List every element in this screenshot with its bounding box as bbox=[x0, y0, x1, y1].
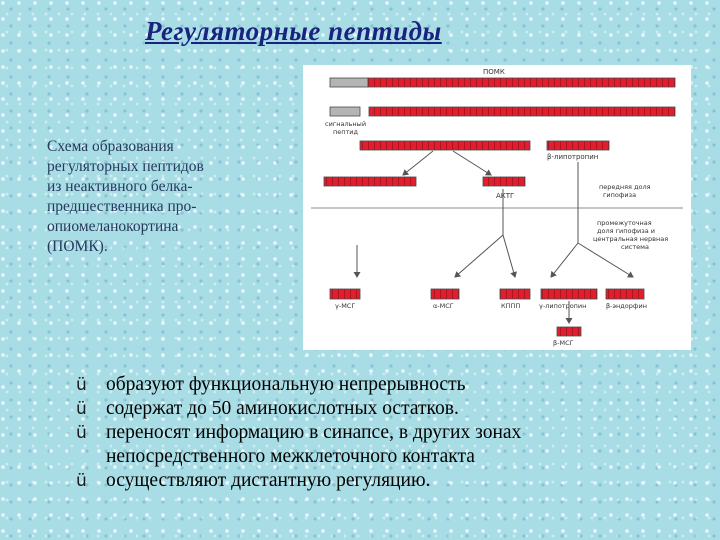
caption-line: из неактивного белка- bbox=[47, 178, 193, 195]
beta-endorphin-label: β-эндорфин bbox=[606, 302, 647, 310]
acth-label: АКТГ bbox=[496, 192, 514, 200]
list-item: ü осуществляют дистантную регуляцию. bbox=[76, 469, 696, 493]
gamma-msh-precursor-segment bbox=[323, 176, 417, 187]
cleaved-signal-peptide-segment bbox=[329, 106, 361, 117]
checkmark-icon: ü bbox=[76, 375, 87, 395]
acth-precursor-segment bbox=[359, 140, 531, 151]
pomc-chain-segment bbox=[367, 77, 676, 88]
arrow-to-gamma-msh-precursor bbox=[402, 150, 434, 176]
checkmark-icon: ü bbox=[76, 423, 87, 443]
caption-line: опиомеланокортина bbox=[47, 218, 179, 235]
list-item: ü содержат до 50 аминокислотных остатков… bbox=[76, 397, 696, 421]
beta-msh-segment bbox=[556, 326, 582, 337]
checkmark-icon: ü bbox=[76, 471, 87, 491]
acth-segment bbox=[482, 176, 526, 187]
diagram-caption: Схема образования регуляторных пептидов … bbox=[47, 137, 287, 257]
list-item-text: содержат до 50 аминокислотных остатков. bbox=[106, 398, 459, 419]
caption-line: регуляторных пептидов bbox=[47, 158, 204, 175]
checkmark-icon: ü bbox=[76, 399, 87, 419]
gamma-msh-segment bbox=[329, 288, 361, 300]
beta-endorphin-segment bbox=[605, 288, 645, 300]
beta-lipotropin-label: β-липотропин bbox=[547, 153, 598, 161]
signal-peptide-label-line2: пептид bbox=[333, 128, 359, 136]
caption-line: Схема образования bbox=[47, 138, 174, 155]
signal-peptide-segment bbox=[329, 77, 369, 88]
gamma-msh-label: γ-МСГ bbox=[335, 302, 355, 310]
list-item-text-continuation: непосредственного межклеточного контакта bbox=[106, 446, 475, 467]
intermediate-lobe-label-line3: центральная нервная bbox=[593, 235, 668, 243]
arrow-to-clip bbox=[502, 234, 517, 278]
intermediate-lobe-label-line4: система bbox=[621, 243, 649, 251]
arrow-to-alpha-msh bbox=[454, 234, 504, 278]
intermediate-lobe-label-line2: доля гипофиза и bbox=[597, 227, 655, 235]
alpha-msh-segment bbox=[430, 288, 460, 300]
arrow-to-beta-endorphin bbox=[577, 242, 634, 278]
alpha-msh-label: α-МСГ bbox=[433, 302, 454, 310]
pomc-label: ПОМК bbox=[483, 68, 505, 76]
properties-list: ü образуют функциональную непрерывность … bbox=[76, 373, 696, 493]
clip-label: КППП bbox=[501, 302, 520, 310]
clip-segment bbox=[499, 288, 531, 300]
intermediate-lobe-label-line1: промежуточная bbox=[597, 219, 652, 227]
list-item-text: осуществляют дистантную регуляцию. bbox=[106, 470, 431, 491]
list-item-text: образуют функциональную непрерывность bbox=[106, 374, 466, 395]
gamma-lipotropin-segment bbox=[540, 288, 598, 300]
list-item-text: переносят информацию в синапсе, в других… bbox=[106, 422, 522, 443]
list-item: ü переносят информацию в синапсе, в друг… bbox=[76, 421, 696, 469]
list-item: ü образуют функциональную непрерывность bbox=[76, 373, 696, 397]
arrow-to-acth bbox=[452, 150, 492, 176]
caption-line: предшественника про- bbox=[47, 198, 197, 215]
slide-title: Регуляторные пептиды bbox=[145, 16, 442, 46]
anterior-lobe-label-line1: передняя доля bbox=[599, 183, 651, 191]
beta-msh-label: β-МСГ bbox=[553, 339, 574, 347]
signal-peptide-label-line1: сигнальный bbox=[325, 120, 366, 128]
gamma-lipotropin-label: γ-липотропин bbox=[539, 302, 586, 310]
pomc-processing-diagram: ПОМК сигнальный пептид β-липотропин АКТГ… bbox=[303, 65, 691, 350]
caption-line: (ПОМК). bbox=[47, 238, 108, 255]
anterior-lobe-label-line2: гипофиза bbox=[603, 191, 636, 199]
arrow-to-gamma-lipotropin bbox=[550, 242, 579, 278]
beta-lipotropin-segment bbox=[546, 140, 610, 151]
prohormone-segment bbox=[368, 106, 676, 117]
